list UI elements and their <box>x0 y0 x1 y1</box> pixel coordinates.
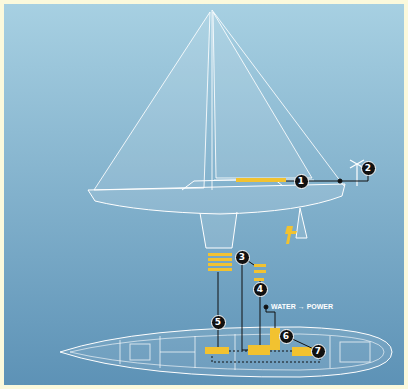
callout-number: 5 <box>215 318 221 327</box>
callout-circle: 2 <box>361 161 376 176</box>
hull-plan <box>60 327 392 377</box>
callout-circle: 7 <box>311 344 326 359</box>
callout-number: 3 <box>239 253 245 262</box>
callout-circle: 5 <box>211 315 226 330</box>
callout-number: 1 <box>298 177 304 186</box>
callout-number: 2 <box>365 164 371 173</box>
wiring <box>212 351 320 362</box>
callout-number: 7 <box>315 347 321 356</box>
callout-circle: 6 <box>279 329 294 344</box>
background <box>4 4 404 385</box>
leader-lines <box>218 170 368 351</box>
callout-circle: 1 <box>294 174 309 189</box>
callout-number: 4 <box>257 285 263 294</box>
rigging <box>212 10 344 190</box>
equipment <box>208 178 297 281</box>
callout-number: 6 <box>283 332 289 341</box>
callout-circle: 3 <box>235 250 250 265</box>
annotation-label: WATER → POWER <box>271 303 333 310</box>
callout-circle: 4 <box>253 282 268 297</box>
hull-side <box>88 179 345 248</box>
sails <box>94 12 312 190</box>
